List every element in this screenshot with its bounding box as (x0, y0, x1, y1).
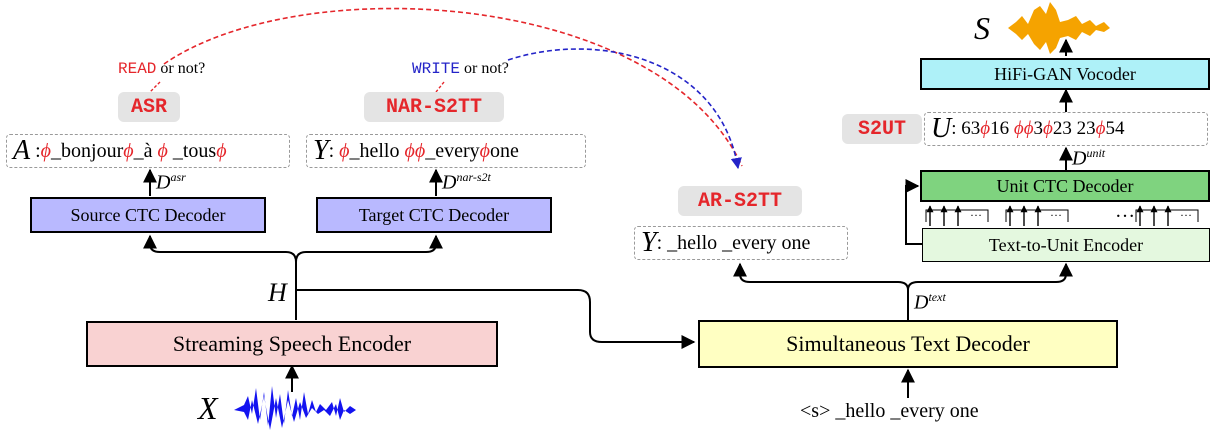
h-symbol: H (268, 278, 287, 307)
h-to-target-ctc (295, 234, 443, 263)
asr-variable: A (13, 135, 31, 166)
nar-token-2: _every (425, 139, 480, 162)
h-to-text-decoder (296, 289, 696, 349)
unit-ctc-decoder-label: Unit CTC Decoder (996, 175, 1134, 196)
unit-variable: U (931, 113, 952, 144)
asr-token-2: _à (133, 139, 153, 162)
target-ctc-decoder: Target CTC Decoder (316, 197, 552, 233)
mini-arrow-bracket (1005, 209, 1069, 222)
text-to-unit-encoder: Text-to-Unit Encoder (922, 228, 1210, 262)
asr-blank-3: ϕ (157, 139, 168, 162)
ar-text: : _hello _every one (656, 231, 811, 254)
s2ut-tag: S2UT (842, 114, 922, 144)
read-tag-connector (149, 81, 161, 93)
h-to-source-ctc (143, 234, 297, 263)
t2u-to-ctc-arrow-groups: … … … (925, 205, 1199, 226)
x-symbol: X (198, 390, 218, 426)
nar-blank-3: ϕ (414, 139, 426, 162)
simultaneous-text-decoder-label: Simultaneous Text Decoder (786, 331, 1030, 356)
d-unit-label: Dunit (1072, 146, 1106, 170)
write-question: WRITE or not? (412, 60, 509, 78)
decoder-input-text: <s> _hello _every one (800, 400, 979, 422)
mini-arrow-dots: … (970, 205, 982, 219)
write-tag-connector (435, 81, 445, 93)
source-waveform (234, 386, 356, 430)
nar-sequence-box: Y: ϕ _hello ϕ ϕ _every ϕ one (306, 134, 586, 168)
d-text-label: Dtext (914, 290, 946, 314)
mini-arrow-bracket (925, 209, 989, 222)
asr-blank-4: ϕ (216, 139, 227, 162)
nar-blank-2: ϕ (404, 139, 415, 162)
d-text-to-ar (733, 262, 909, 291)
unit-blank-2: ϕ (1013, 118, 1024, 139)
ar-variable: Y (641, 227, 657, 258)
nar-token-3: one (490, 139, 519, 162)
unit-blank-3: ϕ (1023, 118, 1034, 139)
write-policy-link (507, 48, 742, 170)
d-asr-label: Dasr (156, 170, 186, 194)
read-question-rest: or not? (156, 60, 206, 77)
asr-token-1: _bonjour (51, 139, 124, 162)
hifi-gan-vocoder: HiFi-GAN Vocoder (920, 58, 1210, 90)
unit-token-4: 23 (1052, 118, 1072, 139)
hifi-gan-vocoder-label: HiFi-GAN Vocoder (994, 63, 1136, 84)
streaming-speech-encoder-label: Streaming Speech Encoder (172, 331, 412, 356)
asr-blank-2: ϕ (123, 139, 134, 162)
source-ctc-decoder: Source CTC Decoder (30, 197, 266, 233)
nar-token-1: _hello (349, 139, 400, 162)
unit-token-6: 54 (1105, 118, 1125, 139)
unit-token-2: 16 (990, 118, 1010, 139)
unit-ctc-decoder: Unit CTC Decoder (920, 170, 1210, 202)
arrow-group-ellipsis: … (1115, 200, 1135, 222)
s-symbol: S (974, 10, 990, 46)
asr-token-3: _tous (172, 139, 217, 162)
read-word: READ (118, 60, 157, 78)
ar-s2tt-tag: AR-S2TT (678, 186, 802, 216)
unit-blank-4: ϕ (1043, 118, 1053, 139)
ar-sequence-box: Y : _hello _every one (634, 226, 848, 260)
unit-token-1: 63 (961, 118, 981, 139)
t2u-skip-connection (905, 179, 922, 245)
streaming-speech-encoder: Streaming Speech Encoder (86, 321, 498, 367)
nar-blank-1: ϕ (339, 139, 350, 162)
unit-blank-1: ϕ (980, 118, 991, 139)
source-ctc-decoder-label: Source CTC Decoder (70, 204, 226, 225)
write-question-rest: or not? (460, 60, 509, 77)
nar-blank-4: ϕ (479, 139, 490, 162)
unit-token-3: 3 (1033, 118, 1044, 139)
d-nar-label: Dnar-s2t (442, 170, 491, 194)
nar-variable: Y (313, 135, 329, 166)
asr-blank-1: ϕ (40, 139, 52, 162)
unit-sequence-box: U: 63 ϕ 16 ϕ ϕ 3 ϕ 23 23 ϕ 54 (924, 112, 1208, 146)
asr-tag: ASR (118, 92, 180, 122)
unit-blank-5: ϕ (1095, 118, 1106, 139)
unit-token-5: 23 (1076, 118, 1096, 139)
nar-s2tt-tag: NAR-S2TT (364, 92, 504, 122)
simultaneous-text-decoder: Simultaneous Text Decoder (698, 320, 1118, 368)
target-ctc-decoder-label: Target CTC Decoder (358, 204, 510, 225)
asr-sequence-box: A : ϕ _bonjour ϕ _à ϕ _tous ϕ (6, 134, 290, 168)
text-to-unit-encoder-label: Text-to-Unit Encoder (988, 234, 1144, 255)
output-waveform (1008, 2, 1110, 54)
mini-arrow-dots: … (1050, 205, 1062, 219)
mini-arrow-dots: … (1180, 205, 1192, 219)
d-text-to-t2u (907, 262, 1073, 291)
mini-arrow-bracket (1135, 209, 1199, 222)
read-question: READ or not? (118, 60, 205, 78)
write-word: WRITE (412, 60, 461, 78)
